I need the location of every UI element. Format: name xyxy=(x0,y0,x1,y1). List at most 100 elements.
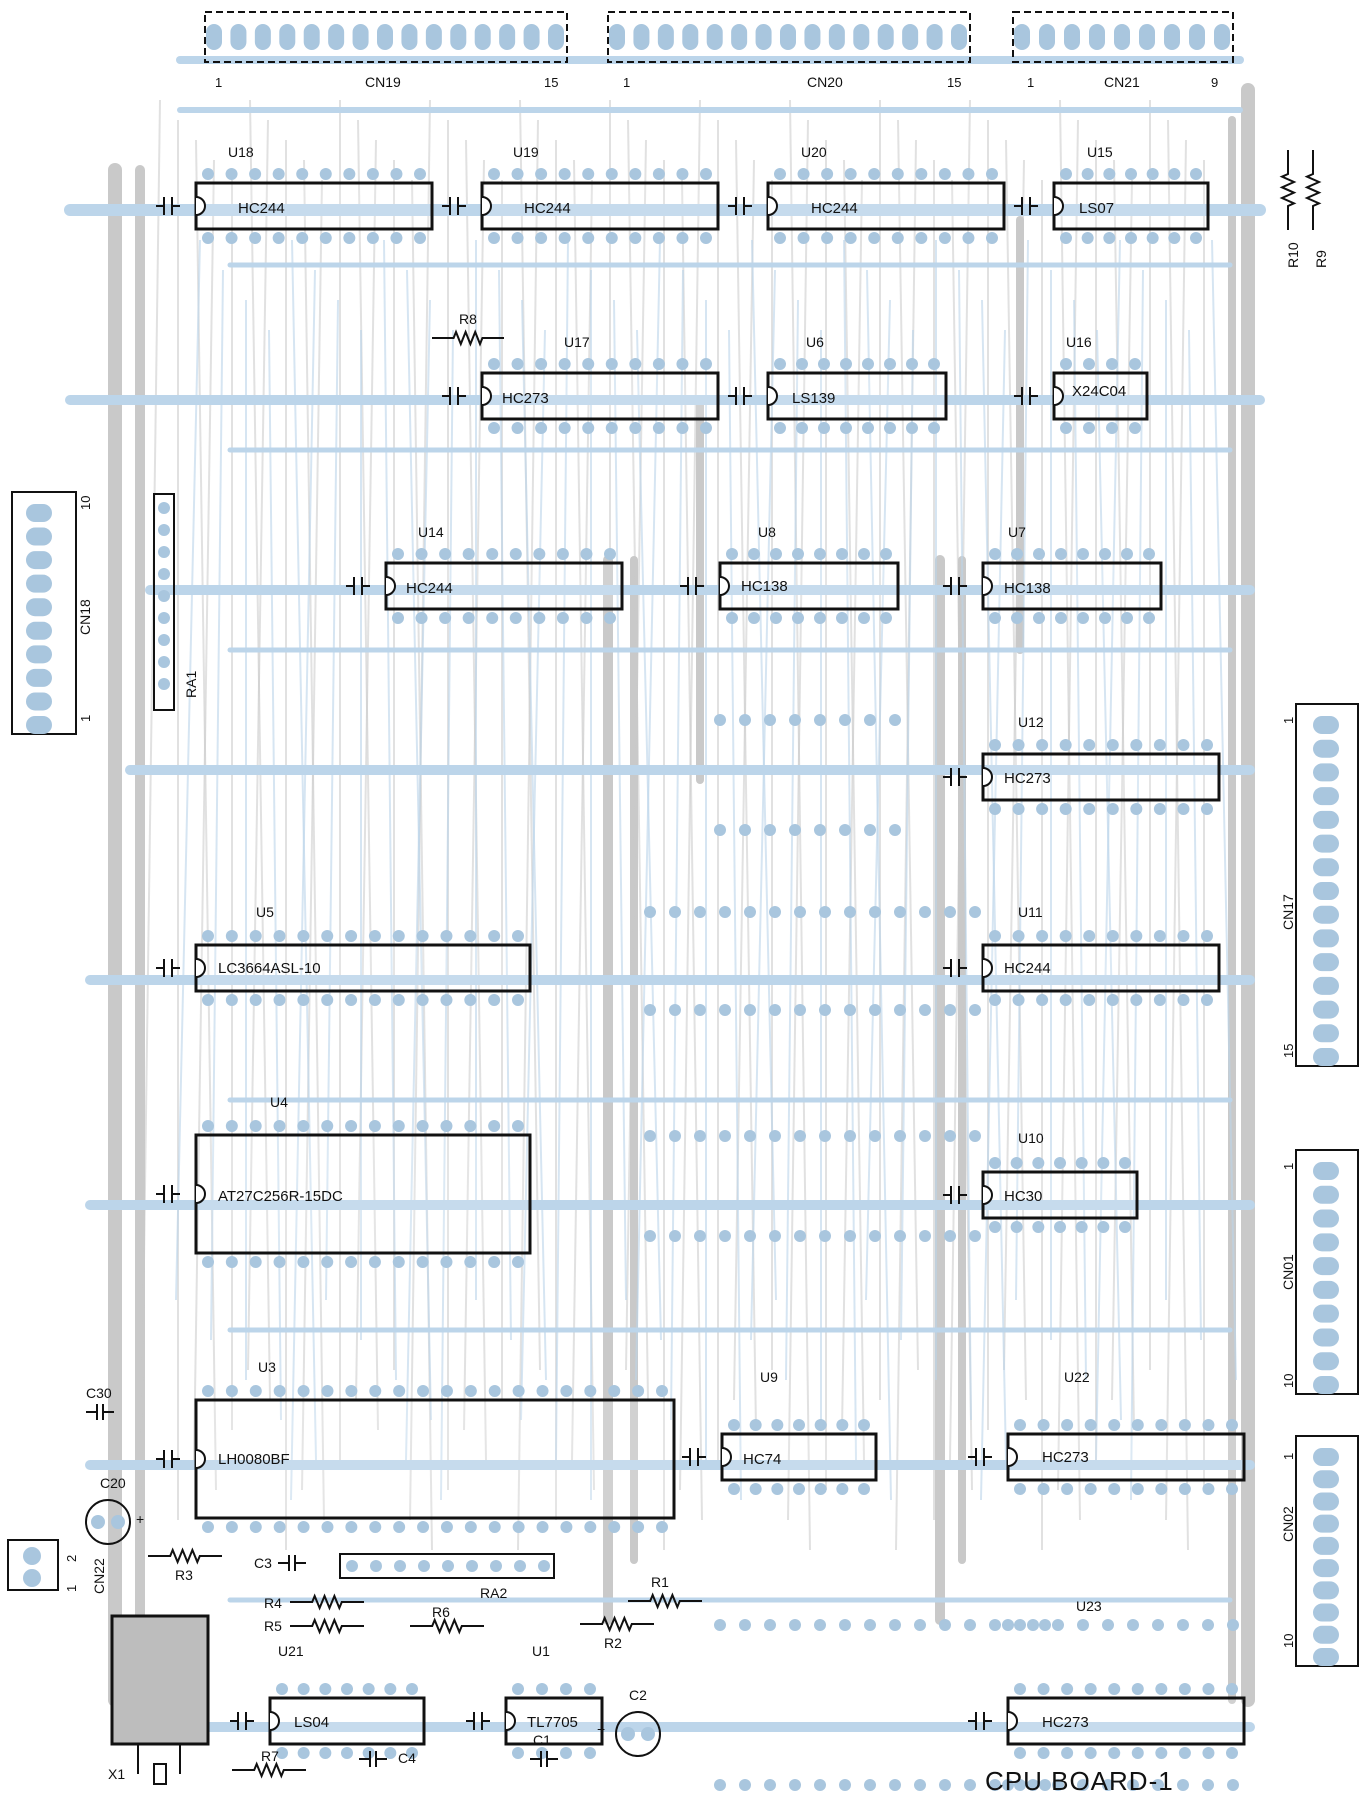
ic-u23-pin xyxy=(1108,1683,1121,1695)
cn17-pin xyxy=(1313,810,1339,829)
ic-u3-pin xyxy=(656,1521,668,1533)
ic-u12-pin xyxy=(989,739,1001,751)
component-layer xyxy=(85,150,1322,1785)
grey-trace xyxy=(733,159,755,1401)
cn20-pin xyxy=(731,24,748,50)
ic-u3-pin xyxy=(321,1385,334,1397)
ic-u22-pin xyxy=(1131,1483,1144,1495)
empty-footprint-pad xyxy=(889,1779,901,1791)
ic-u18-pin xyxy=(390,232,403,244)
cn01-pin xyxy=(1313,1209,1339,1228)
ic-u12-pin xyxy=(1153,739,1166,751)
empty-footprint-pad xyxy=(969,1004,981,1016)
cn01-pin xyxy=(1313,1257,1339,1276)
blue-trace xyxy=(290,269,316,1501)
pin-first-cn18: 1 xyxy=(78,715,93,722)
ic-u6-pin xyxy=(862,358,874,370)
ic-u22-pin xyxy=(1084,1483,1097,1495)
ic-u4-pin xyxy=(249,1120,262,1132)
ic-u23-pin xyxy=(1037,1747,1050,1759)
empty-footprint-pad xyxy=(644,1130,656,1142)
ic-u9-body xyxy=(720,1432,878,1482)
ic-u3-pin xyxy=(560,1385,573,1397)
ic-u5-pin xyxy=(464,994,477,1006)
ic-u16-pin xyxy=(1106,422,1118,434)
ic-part-u21: LS04 xyxy=(294,1714,329,1731)
ic-u20-notch xyxy=(767,196,778,216)
empty-footprint-pad xyxy=(744,1004,756,1016)
ic-u16-pin xyxy=(1083,422,1095,434)
ic-u7-pin xyxy=(1121,548,1133,560)
empty-footprint-pad xyxy=(969,1130,981,1142)
ic-u3-pin xyxy=(512,1385,525,1397)
ic-u3-pin xyxy=(249,1385,262,1397)
ic-u20-pin xyxy=(915,168,928,180)
ic-u7-pin xyxy=(1143,612,1155,624)
ic-u9-notch xyxy=(721,1447,732,1467)
ic-u6-pin xyxy=(840,358,852,370)
resistor-r3 xyxy=(148,1547,222,1565)
connector-name-cn18: CN18 xyxy=(77,599,93,635)
ic-u14-pin xyxy=(533,612,546,624)
cn20-pin xyxy=(926,24,943,50)
label-c20-plus: + xyxy=(136,1511,144,1527)
ic-u5-pin xyxy=(368,930,381,942)
cn17-pin xyxy=(1313,787,1339,806)
empty-footprint-pad xyxy=(894,906,906,918)
ic-u3-pin xyxy=(225,1521,238,1533)
label-r10: R10 xyxy=(1285,242,1301,268)
grey-trace xyxy=(517,119,539,1551)
cn20-pin xyxy=(804,24,821,50)
label-c3: C3 xyxy=(254,1555,272,1571)
ic-u3-pin xyxy=(393,1385,406,1397)
ic-u19-pin xyxy=(582,232,595,244)
empty-footprint-pad xyxy=(744,1130,756,1142)
connector-name-cn02: CN02 xyxy=(1280,1506,1296,1542)
ic-u18-pin xyxy=(225,232,238,244)
ic-u8-pin xyxy=(770,548,782,560)
ra2-pin xyxy=(514,1560,526,1572)
empty-footprint-pad xyxy=(744,906,756,918)
ra1-pin xyxy=(158,590,170,602)
empty-footprint-pad xyxy=(839,824,851,836)
blue-trace xyxy=(958,269,972,1421)
cn19-pin xyxy=(523,24,540,50)
ic-u17-pin xyxy=(605,358,618,370)
ic-u17-pin xyxy=(582,422,595,434)
ic-u10-pin xyxy=(989,1221,1001,1233)
ic-u6-pin xyxy=(774,422,786,434)
ic-u18-pin xyxy=(225,168,238,180)
ic-u4-body xyxy=(194,1133,532,1255)
empty-footprint-pad xyxy=(989,1619,1001,1631)
empty-footprint-pad xyxy=(844,1230,856,1242)
ic-u9-pin xyxy=(728,1483,740,1495)
ic-u22-pin xyxy=(1178,1419,1191,1431)
reference-labels: U18 U19 U20 U15 U17 U6 U16 U14 U8 U7 U12… xyxy=(64,74,1329,1796)
ic-u5-pin xyxy=(512,930,524,942)
ic-u6-pin xyxy=(906,358,918,370)
cn19-outline xyxy=(204,11,568,63)
ic-part-u8: HC138 xyxy=(741,578,788,595)
ic-u3-pin xyxy=(512,1521,525,1533)
ic-part-u10: HC30 xyxy=(1004,1188,1042,1205)
empty-footprint-pad xyxy=(694,906,706,918)
cn21-pin xyxy=(1064,24,1080,50)
empty-footprint-pad xyxy=(839,1619,851,1631)
ic-u23-notch xyxy=(1007,1711,1018,1731)
ic-u19-pin xyxy=(676,232,689,244)
cn20-pin xyxy=(902,24,919,50)
ic-u8-pin xyxy=(770,612,782,624)
ic-u10-pin xyxy=(1119,1221,1131,1233)
connector-name-cn17: CN17 xyxy=(1280,894,1296,930)
ic-u4-pin xyxy=(488,1256,501,1268)
ic-ref-u15: U15 xyxy=(1087,144,1113,160)
empty-footprint-pad xyxy=(819,1130,831,1142)
ic-u3-pin xyxy=(297,1521,310,1533)
resistor-r2 xyxy=(580,1615,654,1633)
ic-u10-pin xyxy=(1097,1221,1110,1233)
empty-footprint-pad xyxy=(844,1004,856,1016)
cn20-pin xyxy=(682,24,699,50)
ic-u4-pin xyxy=(464,1256,477,1268)
ic-u11-pin xyxy=(1059,994,1072,1006)
cn17-pin xyxy=(1313,905,1339,924)
